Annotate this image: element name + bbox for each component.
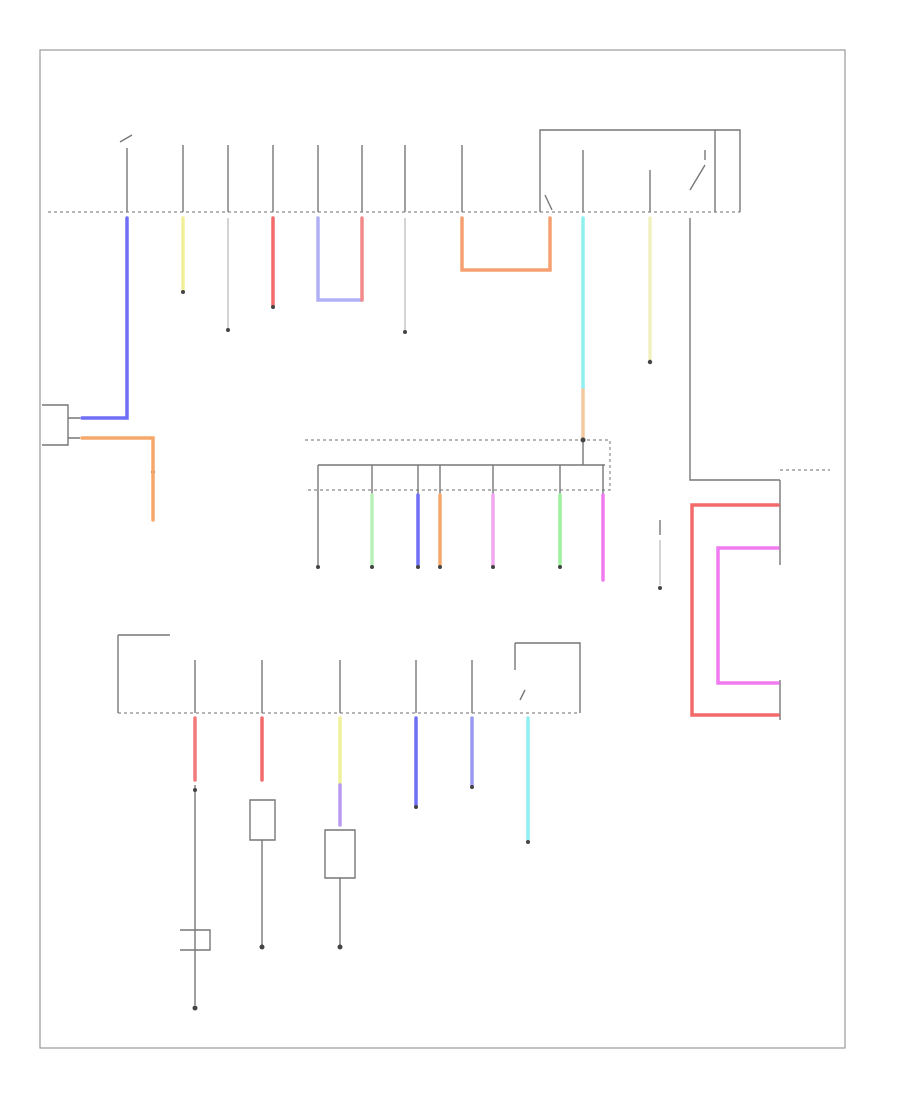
- wire-blue-left: [80, 216, 129, 420]
- upper-fuse-block: [48, 129, 741, 213]
- wire-orange-left: [80, 436, 155, 522]
- fuse-block-pointer: [119, 134, 133, 143]
- lower-branches: [180, 785, 356, 1011]
- wire-pink-loop: [690, 503, 780, 717]
- top-fuse-stubs: [126, 145, 706, 212]
- wire-magenta-loop: [716, 546, 780, 685]
- middle-wires: [316, 493, 605, 582]
- wire-blue-4: [316, 216, 364, 302]
- lower-wires: [193, 716, 530, 844]
- wire-gray-right: [689, 218, 780, 481]
- lower-fuse-block: [117, 634, 581, 714]
- top-wires: [80, 216, 780, 522]
- middle-joint-connector: [305, 437, 611, 495]
- diagram-frame: [39, 49, 846, 1049]
- wire-orange-7: [460, 216, 552, 272]
- right-module: [658, 469, 830, 720]
